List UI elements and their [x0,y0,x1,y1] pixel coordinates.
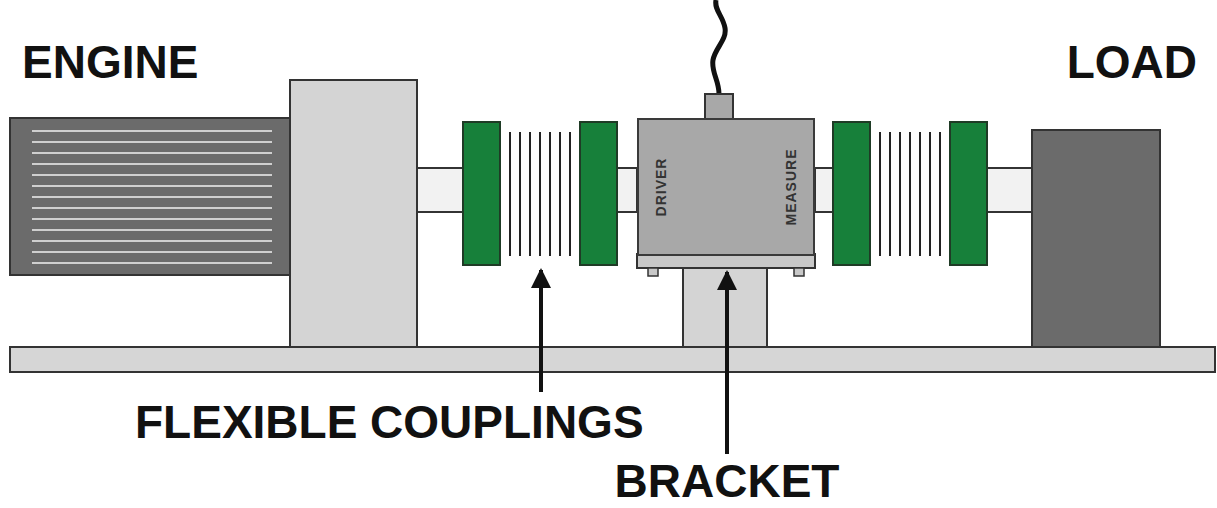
flexible-coupling [833,122,987,265]
part-label: ENGINE [22,39,198,85]
cable-connector [705,94,733,119]
shaft-end-label: DRIVER [654,158,668,217]
mounting-foot [794,268,804,276]
base-plate [10,347,1215,372]
load-unit [1032,130,1160,347]
flexible-coupling [463,122,617,265]
signal-cable [713,0,726,94]
leader-arrow [539,270,543,392]
leader-arrow [725,272,729,454]
torque-sensor-box: DRIVER MEASURE [637,118,815,256]
part-label: FLEXIBLE COUPLINGS [135,399,644,445]
mounting-foot [648,268,658,276]
shaft-end-label: MEASURE [784,148,798,225]
engine-housing [290,80,417,347]
part-label: LOAD [1067,39,1197,85]
part-label: BRACKET [615,458,840,504]
cooling-fins [32,131,272,263]
engine-motor [10,118,290,275]
mounting-plate [637,254,815,268]
